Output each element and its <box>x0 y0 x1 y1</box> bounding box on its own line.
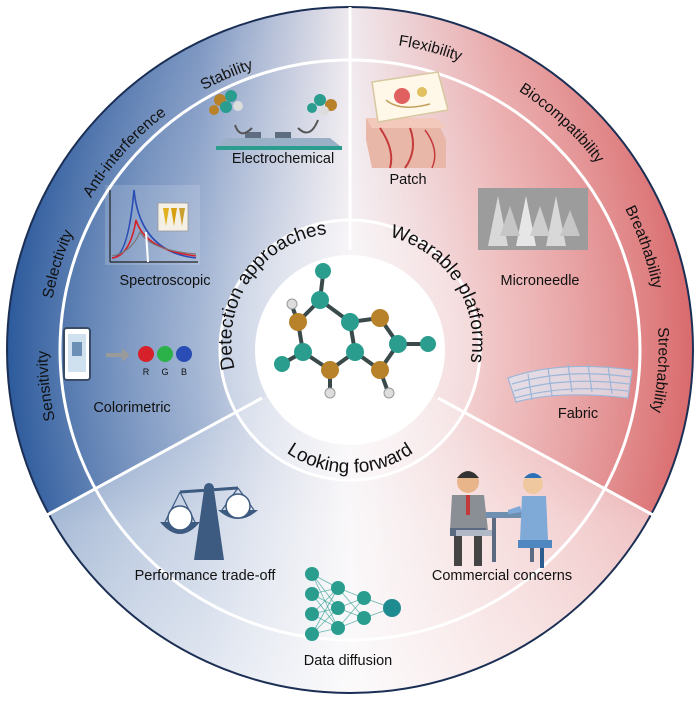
red-dot <box>138 346 154 362</box>
blue-dot <box>176 346 192 362</box>
patch-label: Patch <box>389 172 426 188</box>
data-diffusion-label: Data diffusion <box>304 653 392 669</box>
bottom-sector-fade <box>47 350 653 698</box>
electrode-icon <box>209 90 342 150</box>
phone-icon <box>63 327 91 381</box>
divider-lower-right <box>437 396 654 517</box>
fabric-label: Fabric <box>558 406 598 422</box>
neural-network-icon <box>305 567 401 641</box>
rgb-r-label: R <box>143 367 150 377</box>
electrochemical-label: Electrochemical <box>232 151 334 167</box>
colorimetric-label: Colorimetric <box>93 400 170 416</box>
spectrum-plot-icon <box>105 185 200 265</box>
skin-patch-icon <box>366 71 449 169</box>
spectroscopic-label: Spectroscopic <box>119 273 210 289</box>
commercial-concerns-label: Commercial concerns <box>432 568 572 584</box>
doctor-patient-icon <box>450 471 552 568</box>
purine-molecule-icon <box>274 263 436 399</box>
rgb-b-label: B <box>181 367 187 377</box>
microneedle-label: Microneedle <box>501 273 580 289</box>
balance-scale-icon <box>160 483 258 560</box>
arrow-icon <box>106 348 130 362</box>
divider-lower-left <box>46 396 263 517</box>
rgb-g-label: G <box>161 367 168 377</box>
green-dot <box>157 346 173 362</box>
fabric-mesh-icon <box>507 363 633 403</box>
microneedle-array-icon <box>478 188 588 250</box>
performance-trade-off-label: Performance trade-off <box>135 568 277 584</box>
